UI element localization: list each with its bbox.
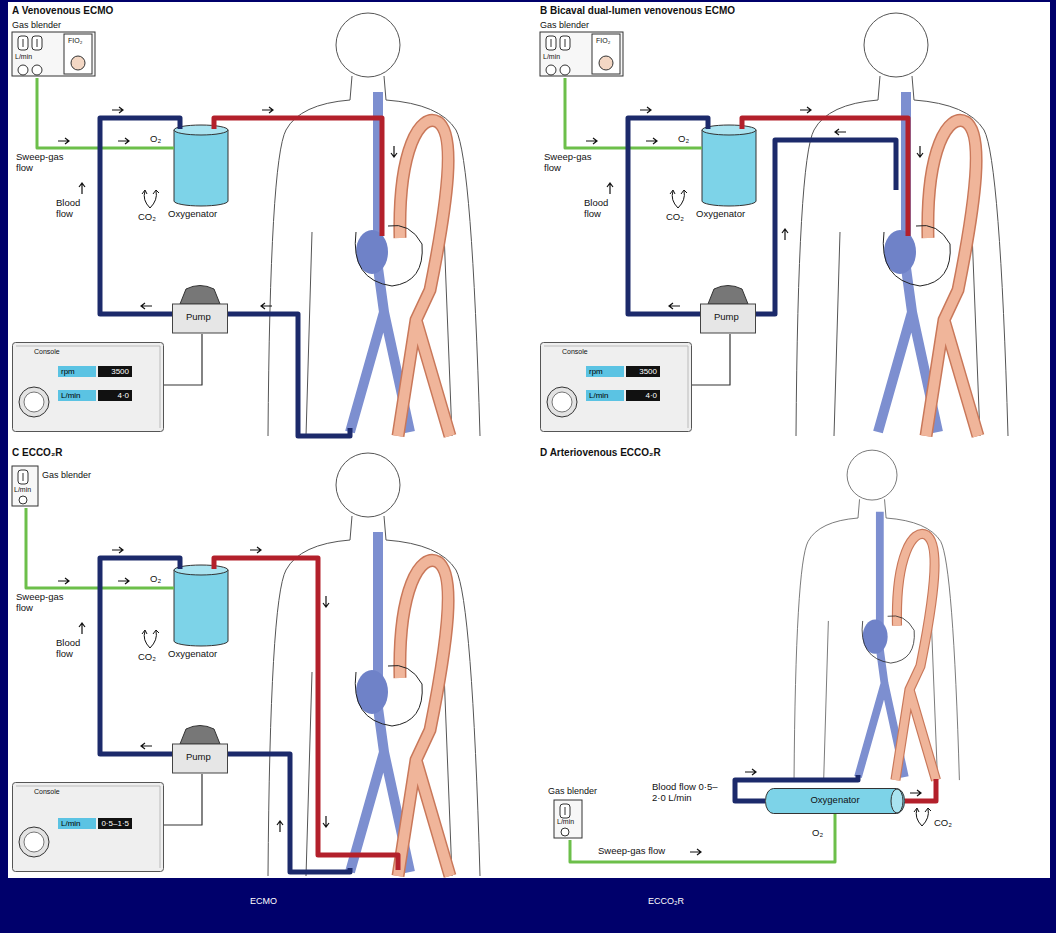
display-label: L/min (586, 390, 624, 401)
small-label: L/min (557, 818, 574, 826)
pump-cable (164, 774, 202, 825)
drainage-line (228, 314, 350, 436)
flow-label: Blood flow 0·5–2·0 L/min (652, 782, 730, 804)
part-label: Pump (186, 752, 211, 763)
gas-label: O₂ (150, 574, 161, 585)
co2-icon (142, 190, 931, 826)
heading-label: Gas blender (12, 20, 61, 30)
small-label: L/min (15, 53, 32, 61)
part-label: Oxygenator (696, 209, 745, 220)
sweep-gas-line (570, 814, 835, 862)
flow-label: Blood flow (584, 198, 624, 220)
display-label: L/min (58, 390, 96, 401)
gas-blender: Gas blenderL/min FIO₂ (12, 20, 107, 78)
small-label: Console (34, 788, 60, 796)
small-label: L/min (543, 53, 560, 61)
part-label: Pump (714, 312, 739, 323)
display-label: rpm (58, 366, 96, 377)
pump-shape (172, 284, 228, 334)
small-label: FIO₂ (596, 37, 610, 45)
oxygenator: Oxygenator (696, 125, 762, 225)
flow-arrows (58, 107, 923, 855)
drainage-line (228, 754, 350, 872)
flow-label: Blood flow (56, 638, 96, 660)
oxygenator: Oxygenator (168, 125, 234, 225)
small-label: Console (562, 348, 588, 356)
display-value: 4·0 (98, 390, 132, 401)
pump-cable (692, 334, 730, 385)
gas-label: CO₂ (138, 212, 156, 223)
part-label: Oxygenator (168, 649, 217, 660)
pump-shape (700, 284, 756, 334)
pump: Pump (172, 724, 228, 774)
heading-label: Gas blender (42, 470, 91, 480)
flow-label: Sweep-gas flow (16, 152, 74, 174)
pump: Pump (700, 284, 756, 334)
return-line (214, 118, 382, 236)
small-label: FIO₂ (68, 37, 82, 45)
console: Console rpm3500L/min4·0 (12, 342, 164, 432)
return-line (214, 558, 398, 870)
part-label: Oxygenator (168, 209, 217, 220)
console: ConsoleL/min0·5–1·5 (12, 782, 164, 872)
flow-label: Sweep-gas flow (16, 592, 74, 614)
console-shape (540, 342, 692, 432)
gas-label: CO₂ (666, 212, 684, 223)
small-label: Console (34, 348, 60, 356)
display-label: rpm (586, 366, 624, 377)
slide-footer: ECCO₂R (648, 896, 684, 906)
pump: Pump (172, 284, 228, 334)
part-label: Pump (186, 312, 211, 323)
heading-label: Gas blender (540, 20, 589, 30)
gas-label: CO₂ (934, 818, 952, 829)
flow-label: O₂ (812, 828, 823, 839)
display-value: 0·5–1·5 (98, 818, 132, 829)
gas-blender: Gas blenderL/min (12, 462, 94, 508)
oxygenator: Oxygenator (765, 788, 905, 814)
panel-title: A Venovenous ECMO (12, 5, 113, 17)
return-line (742, 118, 908, 236)
panel-title: C ECCO₂R (12, 447, 63, 459)
display-value: 4·0 (626, 390, 660, 401)
part-label: Oxygenator (810, 795, 859, 806)
flow-label: Sweep-gas flow (544, 152, 602, 174)
slide-footer: ECMO (250, 896, 277, 906)
display-value: 3500 (626, 366, 660, 377)
small-label: L/min (14, 486, 31, 494)
pump-cable (164, 334, 202, 385)
console: Console rpm3500L/min4·0 (540, 342, 692, 432)
console-shape (12, 342, 164, 432)
display-label: L/min (58, 818, 96, 829)
body-figure (796, 13, 1008, 436)
body-figure (794, 450, 959, 780)
gas-label: O₂ (678, 134, 689, 145)
display-value: 3500 (98, 366, 132, 377)
pump-shape (172, 724, 228, 774)
panel-title: B Bicaval dual-lumen venovenous ECMO (540, 5, 735, 17)
slide-panel (8, 2, 1050, 878)
panel-title: D Arteriovenous ECCO₂R (540, 447, 661, 459)
oxygenator: Oxygenator (168, 565, 234, 665)
flow-label: Blood flow (56, 198, 96, 220)
heading-label: Gas blender (548, 786, 597, 796)
body-figure (268, 453, 480, 876)
gas-label: O₂ (150, 134, 161, 145)
sweep-gas-line (26, 508, 168, 588)
gas-blender-shape (12, 462, 94, 508)
gas-blender: Gas blenderL/min (548, 786, 608, 840)
drainage-line (756, 140, 896, 314)
gas-label: CO₂ (138, 652, 156, 663)
gas-blender: Gas blenderL/min FIO₂ (540, 20, 635, 78)
venous-line (905, 779, 936, 801)
flow-label: Sweep-gas flow (598, 846, 665, 857)
